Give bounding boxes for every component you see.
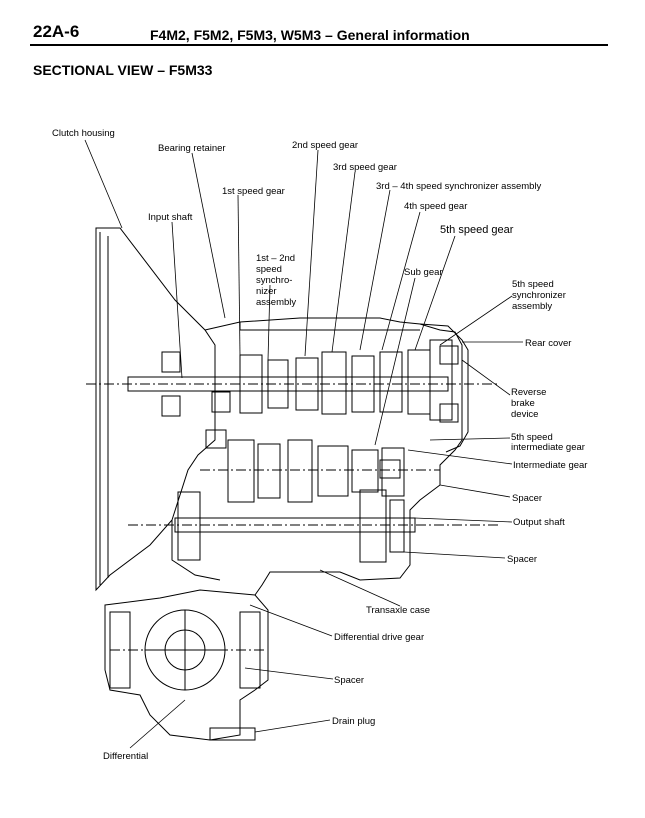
input-gears [239, 339, 453, 421]
labels: Clutch housing Bearing retainer 1st spee… [52, 128, 587, 762]
label-reverse-brake-line-2: brake [511, 398, 535, 409]
section-title: SECTIONAL VIEW – F5M33 [33, 62, 213, 78]
label-sync-1-2-line-4: nizer [256, 286, 277, 297]
transaxle-drawing [86, 227, 500, 741]
transaxle-case-upper [204, 317, 463, 485]
rear-cover [419, 323, 469, 453]
output-gears [177, 489, 405, 563]
label-sync-1-2-line-3: synchro- [256, 275, 292, 286]
intermediate-gears [200, 439, 440, 503]
output-shaft-body [174, 517, 416, 533]
transaxle-case-lower [254, 484, 441, 596]
label-first-speed-gear: 1st speed gear [222, 186, 285, 197]
label-fourth-speed-gear: 4th speed gear [404, 201, 467, 212]
bearings [161, 345, 459, 479]
label-input-shaft: Input shaft [148, 212, 193, 223]
label-bearing-retainer: Bearing retainer [158, 143, 226, 154]
label-fifth-speed-gear: 5th speed gear [440, 224, 514, 236]
label-reverse-brake-line-1: Reverse [511, 387, 546, 398]
label-differential-drive-gear: Differential drive gear [334, 632, 424, 643]
label-rear-cover: Rear cover [525, 338, 571, 349]
page-title: F4M2, F5M2, F5M3, W5M3 – General informa… [150, 27, 470, 43]
label-reverse-brake-line-3: device [511, 409, 538, 420]
label-transaxle-case: Transaxle case [366, 605, 430, 616]
label-output-shaft: Output shaft [513, 517, 565, 528]
label-second-speed-gear: 2nd speed gear [292, 140, 358, 151]
label-spacer-1: Spacer [512, 493, 542, 504]
label-clutch-housing: Clutch housing [52, 128, 115, 139]
label-differential: Differential [103, 751, 148, 762]
label-spacer-3: Spacer [334, 675, 364, 686]
label-third-speed-gear: 3rd speed gear [333, 162, 397, 173]
label-sync-1-2-line-2: speed [256, 264, 282, 275]
label-sync-5-line-3: assembly [512, 301, 552, 312]
label-drain-plug: Drain plug [332, 716, 375, 727]
label-spacer-2: Spacer [507, 554, 537, 565]
label-sync-1-2-line-5: assembly [256, 297, 296, 308]
label-sub-gear: Sub gear [404, 267, 443, 278]
label-sync-3-4: 3rd – 4th speed synchronizer assembly [376, 181, 542, 192]
clutch-housing-outline [95, 227, 216, 592]
label-sync-5-line-1: 5th speed [512, 279, 554, 290]
label-intermediate-gear: Intermediate gear [513, 460, 587, 471]
label-sync-1-2-line-1: 1st – 2nd [256, 253, 295, 264]
leader-lines [84, 139, 523, 749]
label-fifth-intermediate-line-2: intermediate gear [511, 442, 585, 453]
label-sync-5-line-2: synchronizer [512, 290, 566, 301]
header-rule [30, 44, 608, 46]
differential-assembly [104, 589, 269, 741]
label-fifth-intermediate-line-1: 5th speed [511, 432, 553, 443]
page-number: 22A-6 [33, 22, 80, 41]
